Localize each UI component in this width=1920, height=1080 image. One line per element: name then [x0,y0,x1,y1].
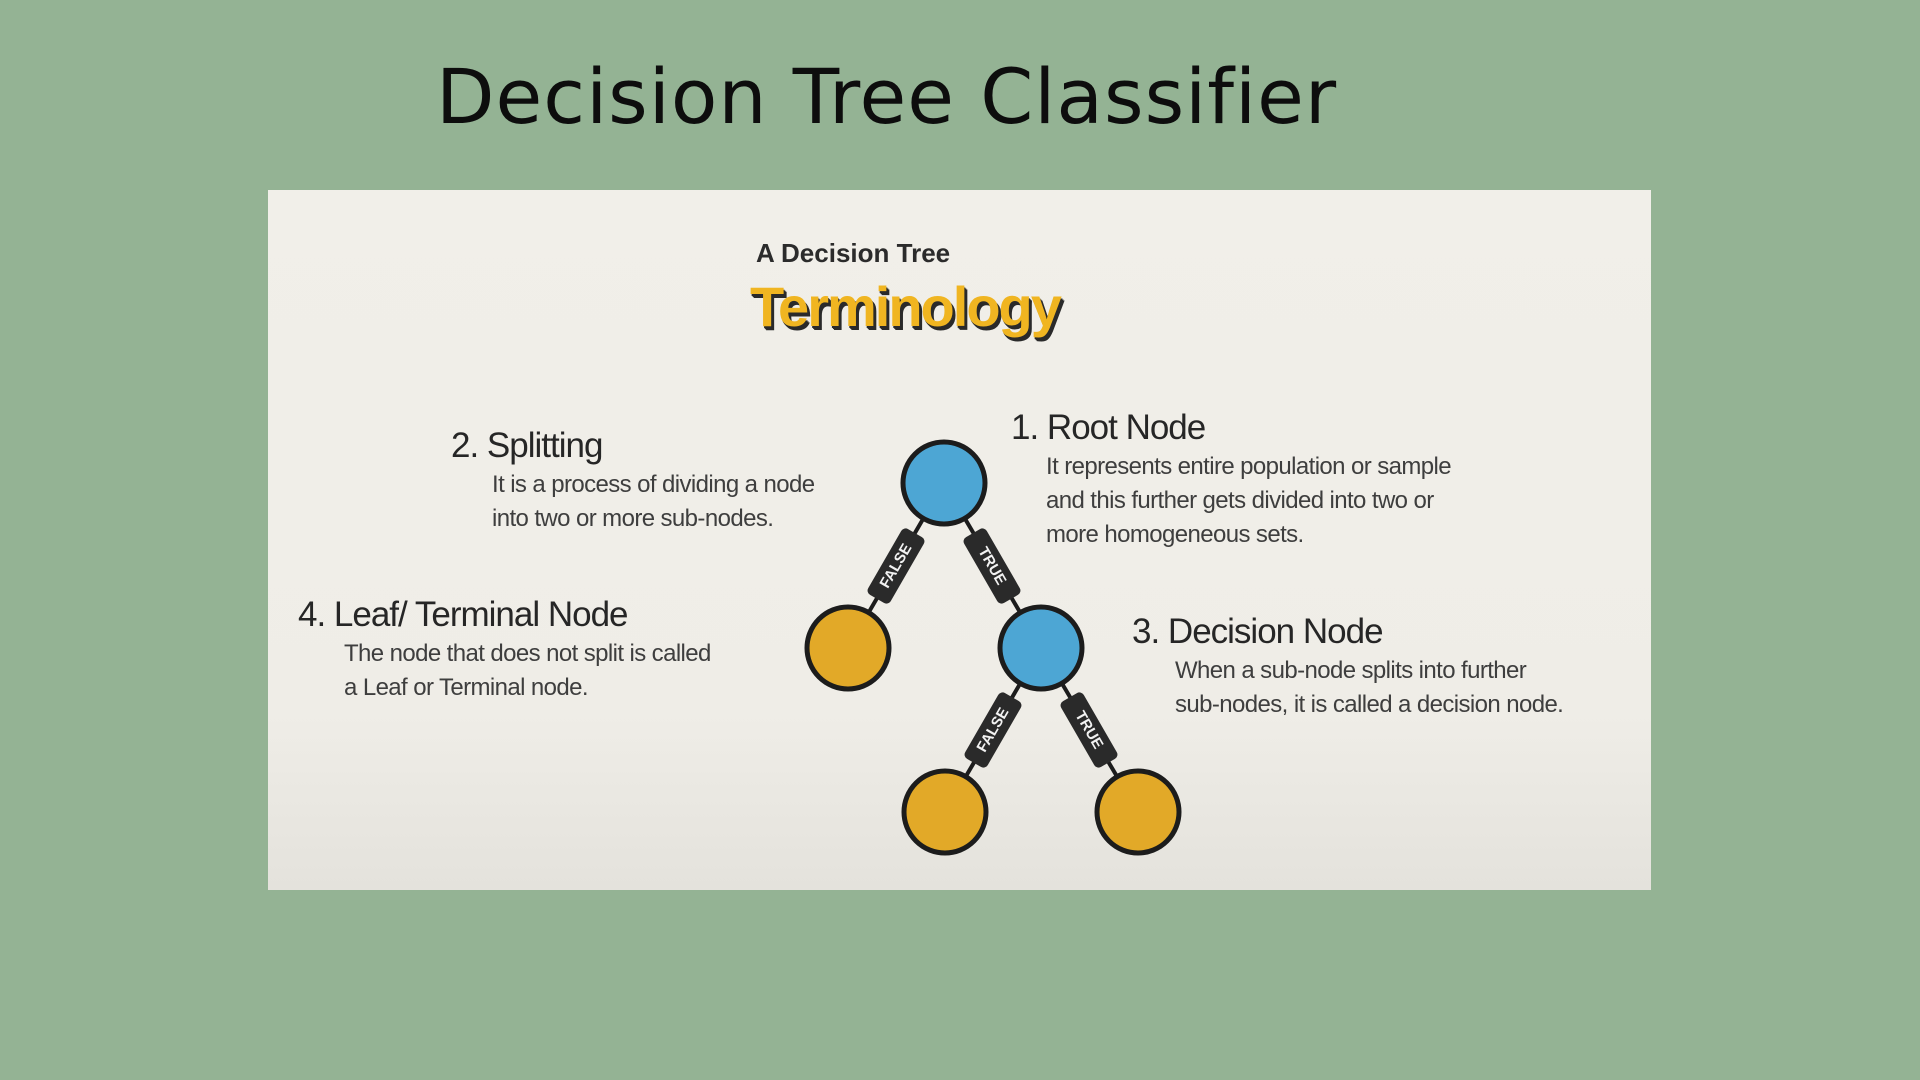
decision-tree-diagram: FALSE TRUE FALSE TRUE [804,439,1182,856]
term-description-line: more homogeneous sets. [1046,521,1304,548]
term-description-line: into two or more sub-nodes. [492,505,774,532]
term-heading: 2. Splitting [451,426,603,465]
term-description-line: It represents entire population or sampl… [1046,453,1452,480]
leaf-node [1094,768,1182,856]
term-splitting: 2. Splitting It is a process of dividing… [451,426,815,536]
term-decision-node: 3. Decision Node When a sub-node splits … [1132,612,1564,722]
terminology-panel: A Decision Tree Terminology FALSE TRUE [268,190,1651,890]
edge-label-true-upper: TRUE [963,528,1021,604]
term-description: When a sub-node splits into further sub-… [1175,654,1564,722]
term-description-line: sub-nodes, it is called a decision node. [1175,691,1564,718]
slide-title: Decision Tree Classifier [436,52,1338,141]
panel-pretitle: A Decision Tree [756,238,951,268]
leaf-node [804,604,892,692]
decision-node [997,604,1085,692]
term-root-node: 1. Root Node It represents entire popula… [1011,408,1452,552]
leaf-node [901,768,989,856]
edge-label-true-lower: TRUE [1060,692,1118,768]
term-description: The node that does not split is called a… [344,637,711,705]
edge-label-false-lower: FALSE [964,692,1022,768]
term-description: It represents entire population or sampl… [1046,450,1452,552]
term-description-line: When a sub-node splits into further [1175,657,1527,684]
term-description-line: It is a process of dividing a node [492,471,815,498]
term-description-line: The node that does not split is called [344,640,711,667]
root-node [900,439,988,527]
term-description: It is a process of dividing a node into … [492,468,815,536]
term-leaf-node: 4. Leaf/ Terminal Node The node that doe… [298,595,711,705]
term-description-line: and this further gets divided into two o… [1046,487,1434,514]
term-heading: 1. Root Node [1011,408,1206,447]
term-description-line: a Leaf or Terminal node. [344,674,589,701]
panel-title: Terminology [750,275,1062,338]
term-heading: 3. Decision Node [1132,612,1384,651]
term-heading: 4. Leaf/ Terminal Node [298,595,629,634]
edge-label-false-upper: FALSE [867,528,925,604]
